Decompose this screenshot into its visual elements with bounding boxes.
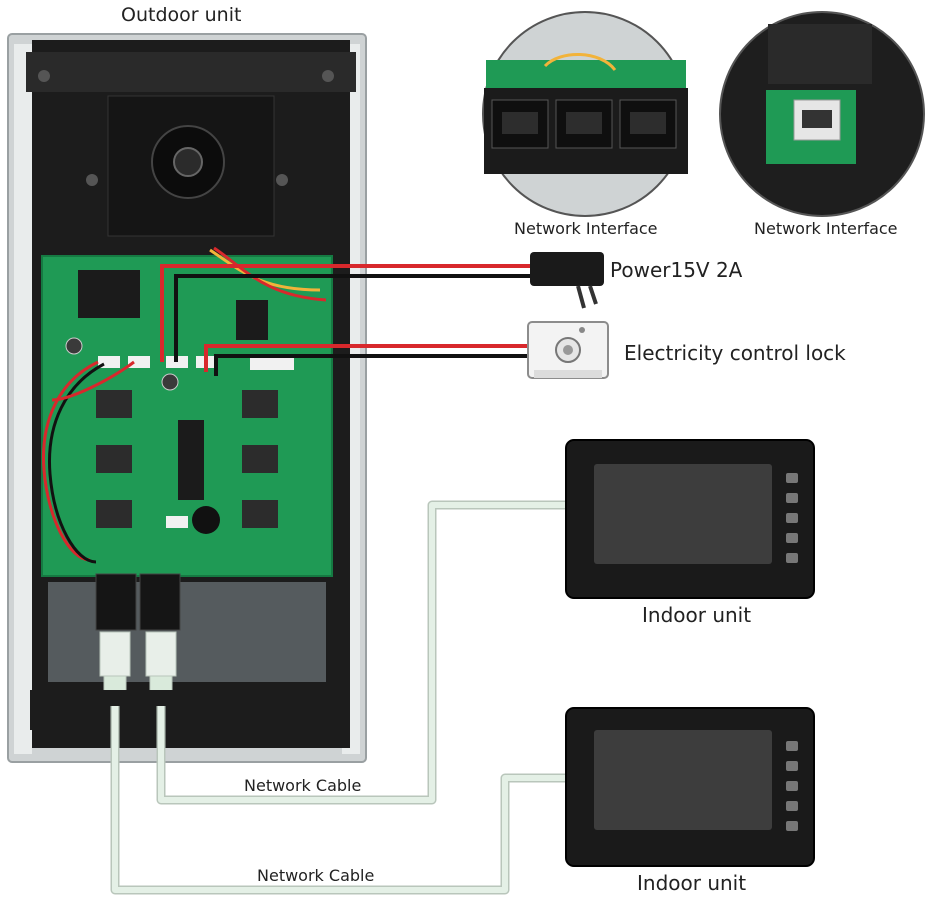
network-cable-label-1: Network Cable <box>244 776 362 795</box>
network-interface-label-1: Network Interface <box>514 219 658 238</box>
pcb-chip <box>242 445 278 473</box>
rj45-jack-icon <box>95 573 137 631</box>
bell-icon <box>786 741 798 751</box>
bell-icon <box>786 473 798 483</box>
rj45-jack-icon <box>139 573 181 631</box>
electric-lock <box>527 321 609 379</box>
power-icon <box>786 553 798 563</box>
indoor-unit-label-2: Indoor unit <box>637 871 747 895</box>
pcb-connector <box>128 356 150 368</box>
pcb-chip <box>236 300 268 340</box>
network-interface-label-2: Network Interface <box>754 219 898 238</box>
pcb-connector <box>250 356 294 370</box>
power-icon <box>786 821 798 831</box>
pcb-chip <box>178 420 204 500</box>
pcb-chip <box>242 390 278 418</box>
power-label: Power15V 2A <box>610 258 743 282</box>
screw-icon <box>276 174 288 186</box>
power-lock-wires <box>160 264 536 376</box>
indoor-unit-1 <box>565 439 815 599</box>
indoor-unit-label-1: Indoor unit <box>642 603 752 627</box>
pcb-connector <box>166 516 188 528</box>
minus-icon <box>786 781 798 791</box>
pcb-chip <box>96 445 132 473</box>
outdoor-unit <box>7 33 367 763</box>
power-wire-red <box>160 264 536 362</box>
outdoor-unit-label: Outdoor unit <box>121 4 242 26</box>
key-icon <box>786 761 798 771</box>
pcb-chip <box>96 500 132 528</box>
pcb-chip <box>78 270 140 318</box>
capacitor-icon <box>161 373 179 391</box>
power-adapter <box>530 252 604 309</box>
indoor-screen <box>594 464 772 564</box>
housing-lower-box <box>48 582 326 682</box>
pcb-chip <box>242 500 278 528</box>
power-adapter-icon <box>530 252 604 286</box>
frame-left-rail <box>14 44 32 754</box>
power-wire-black <box>174 274 536 362</box>
network-interface-closeup-2 <box>719 11 925 217</box>
lock-icon <box>786 533 798 543</box>
indoor-unit-2 <box>565 707 815 867</box>
minus-icon <box>786 513 798 523</box>
network-cable-label-2: Network Cable <box>257 866 375 885</box>
key-icon <box>786 493 798 503</box>
screw-icon <box>38 70 50 82</box>
capacitor-icon <box>65 337 83 355</box>
screw-icon <box>322 70 334 82</box>
network-cables <box>110 500 568 895</box>
rj45-plug-icon <box>99 631 131 677</box>
rj45-plug-icon <box>145 631 177 677</box>
pcb-chip <box>96 390 132 418</box>
lock-wire-red <box>204 344 530 372</box>
screw-icon <box>86 174 98 186</box>
lock-icon <box>786 801 798 811</box>
lock-wire-black <box>214 354 530 376</box>
network-interface-closeup-1 <box>482 11 688 217</box>
indoor-screen <box>594 730 772 830</box>
buzzer-icon <box>192 506 220 534</box>
lock-label: Electricity control lock <box>624 341 846 365</box>
housing-top-bar <box>26 52 356 92</box>
